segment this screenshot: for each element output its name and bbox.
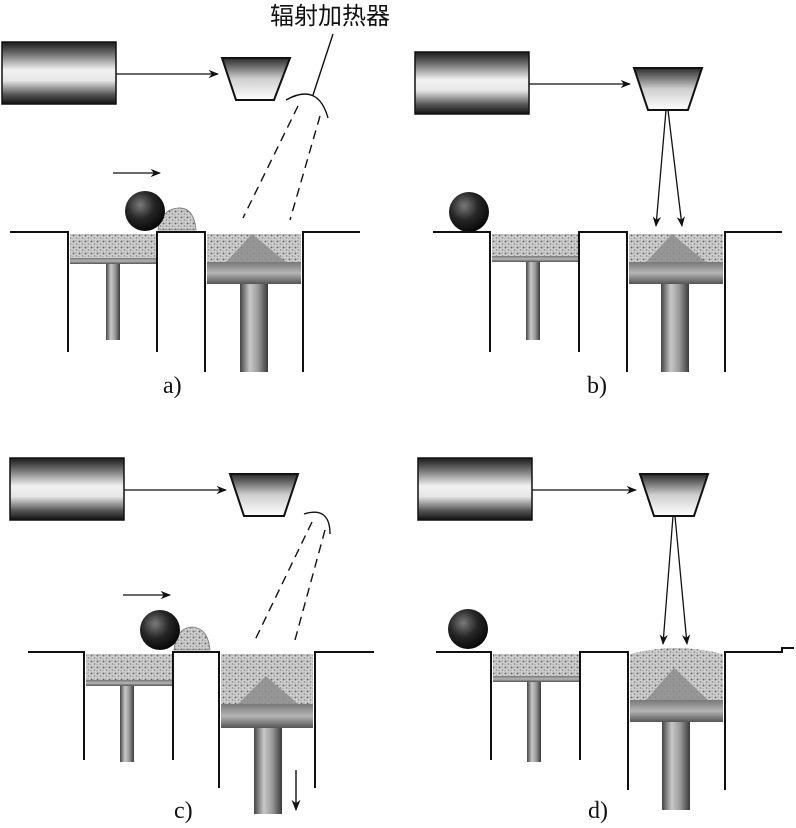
feed-powder — [493, 654, 579, 678]
bed-surface-left — [10, 231, 69, 352]
panel-b: b) — [414, 51, 782, 399]
build-piston-plate — [629, 262, 723, 284]
build-piston-plate — [207, 262, 301, 284]
sintered-part — [226, 234, 286, 262]
bed-surface-right — [314, 651, 374, 788]
panel-d: d) — [417, 457, 794, 824]
laser-source — [9, 457, 125, 521]
scanner-mirror — [228, 473, 300, 517]
feed-powder — [86, 654, 172, 682]
bed-surface-right — [724, 647, 794, 790]
laser-source — [1, 41, 117, 105]
radiant-heater — [285, 93, 329, 119]
bed-wall-middle — [172, 651, 220, 788]
laser-ray-right — [674, 515, 691, 646]
laser-source — [417, 457, 533, 521]
build-piston-rod — [254, 728, 282, 814]
scanner-mirror — [632, 67, 704, 111]
bed-surface-left — [433, 231, 491, 352]
build-piston-plate — [630, 700, 723, 722]
laser-ray-right — [667, 109, 686, 228]
feed-piston-rod — [527, 682, 541, 762]
build-piston-rod — [661, 284, 689, 372]
leveling-roller — [449, 192, 489, 232]
bed-wall-middle — [579, 651, 629, 790]
feed-piston-plate — [493, 676, 579, 682]
scanner-mirror — [220, 57, 292, 101]
bed-surface-right — [724, 231, 782, 372]
panel-label-a: a) — [163, 373, 182, 399]
feed-piston-plate — [70, 258, 156, 264]
leveling-roller — [448, 609, 488, 649]
feed-powder — [492, 234, 578, 258]
laser-ray-left — [659, 515, 674, 646]
build-piston-rod — [662, 722, 690, 810]
sintered-part — [238, 676, 298, 704]
feed-piston-plate — [492, 256, 578, 262]
feed-piston-rod — [526, 262, 540, 340]
radiant-heater — [303, 511, 331, 535]
feed-piston-rod — [120, 686, 134, 762]
laser-source — [414, 51, 530, 115]
panel-label-b: b) — [587, 373, 607, 399]
bed-surface-left — [28, 651, 85, 760]
feed-piston-plate — [86, 680, 172, 686]
bed-surface-left — [436, 651, 492, 760]
build-piston-plate — [221, 704, 313, 728]
leveling-roller — [125, 191, 165, 231]
panel-a: a) — [1, 41, 360, 399]
build-piston-rod — [240, 284, 268, 372]
bed-wall-middle — [156, 231, 206, 372]
heater-title: 辐射加热器 — [270, 2, 390, 30]
bed-wall-middle — [578, 231, 628, 372]
heat-ray-left — [254, 521, 313, 641]
heat-ray-right — [294, 529, 326, 641]
feed-powder — [70, 234, 156, 260]
title-leader-line — [312, 33, 334, 96]
sintered-part — [646, 234, 706, 262]
heat-ray-right — [289, 115, 321, 221]
heat-ray-left — [242, 105, 299, 219]
panel-label-c: c) — [174, 798, 193, 824]
leveling-roller — [140, 610, 180, 650]
laser-ray-left — [652, 109, 667, 228]
feed-piston-rod — [106, 264, 120, 340]
bed-surface-right — [302, 231, 360, 372]
scanner-mirror — [638, 473, 710, 517]
panel-label-d: d) — [588, 798, 608, 824]
panel-c: c) — [9, 457, 374, 824]
sintered-part — [646, 668, 708, 700]
